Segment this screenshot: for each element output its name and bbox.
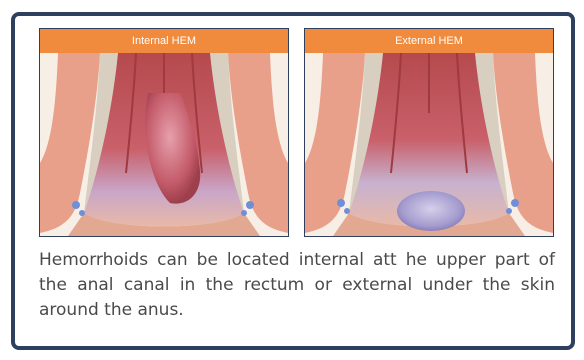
caption-text: Hemorrhoids can be located internal att … [39,248,555,323]
panel-label-internal: Internal HEM [40,29,288,53]
internal-hem-panel: Internal HEM [39,28,289,237]
info-card: Internal HEM [11,12,575,350]
internal-hemorrhoid-illustration [40,53,288,236]
external-hemorrhoid-illustration [305,53,553,236]
external-hem-panel: External HEM [304,28,554,237]
panel-label-external: External HEM [305,29,553,53]
